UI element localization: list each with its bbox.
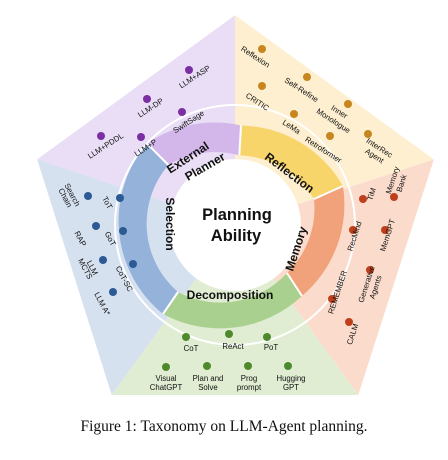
dot-calm bbox=[345, 318, 353, 326]
dot-prog-prompt bbox=[244, 362, 252, 370]
decomposition-ring bbox=[163, 273, 302, 329]
dot-cot bbox=[182, 333, 190, 341]
dot-memgpt bbox=[381, 226, 389, 234]
dot-visual-chatgpt bbox=[162, 363, 170, 371]
center-label-line-1: Planning bbox=[202, 206, 272, 224]
center-label-line-2: Ability bbox=[211, 227, 262, 245]
dot-reflexion bbox=[258, 45, 266, 53]
reflection-ring bbox=[239, 125, 343, 199]
dot-interrec-agent bbox=[364, 130, 372, 138]
decomposition-label: Decomposition bbox=[187, 288, 274, 302]
dot-inner-monologue bbox=[344, 100, 352, 108]
dot-llm-dp bbox=[143, 95, 151, 103]
dot-memory-bank bbox=[390, 193, 398, 201]
dot-react bbox=[225, 330, 233, 338]
ring-divider bbox=[313, 185, 344, 200]
dot-tot bbox=[116, 194, 124, 202]
item-prog-prompt-line-2: prompt bbox=[237, 383, 262, 392]
ring-outer-border bbox=[114, 104, 356, 346]
dot-llm-a-star bbox=[109, 288, 117, 296]
item-hugging-gpt-line-2: GPT bbox=[283, 383, 299, 392]
dot-recmind bbox=[349, 226, 357, 234]
dot-remember bbox=[328, 295, 336, 303]
external-planner-ring bbox=[146, 122, 241, 165]
pentagon-outline bbox=[34, 12, 437, 397]
dot-pot bbox=[263, 333, 271, 341]
item-prog-prompt-line-1: Prog bbox=[241, 374, 257, 383]
dot-tim bbox=[359, 195, 367, 203]
item-react: ReAct bbox=[222, 342, 244, 351]
dot-search-chain bbox=[84, 192, 92, 200]
item-plan-and-solve-line-2: Solve bbox=[198, 383, 218, 392]
dot-cot-sc bbox=[129, 260, 137, 268]
selection-label: Selection bbox=[163, 197, 177, 250]
decomposition-items: CoT ReAct PoT Visual ChatGPT Plan and So… bbox=[150, 330, 306, 392]
reflection-sector bbox=[235, 14, 435, 225]
dot-generative-agents bbox=[366, 266, 374, 274]
selection-ring bbox=[118, 143, 178, 314]
dot-got bbox=[119, 227, 127, 235]
external-planner-sector bbox=[36, 14, 235, 225]
memory-ring bbox=[287, 186, 345, 296]
item-plan-and-solve-line-1: Plan and bbox=[193, 374, 224, 383]
figure-caption: Figure 1: Taxonomy on LLM-Agent planning… bbox=[80, 418, 368, 435]
dot-hugging-gpt bbox=[284, 362, 292, 370]
item-visual-chatgpt-line-2: ChatGPT bbox=[150, 383, 183, 392]
dot-rap bbox=[92, 222, 100, 230]
item-cot: CoT bbox=[184, 344, 199, 353]
dot-llm-asp bbox=[185, 66, 193, 74]
item-tim: TiM bbox=[365, 187, 377, 202]
dot-llm-mcts bbox=[99, 256, 107, 264]
ring-divider bbox=[146, 142, 170, 166]
dot-swiftsage bbox=[178, 108, 186, 116]
ring-divider bbox=[238, 125, 242, 156]
dot-critic bbox=[258, 82, 266, 90]
dot-self-refine bbox=[303, 73, 311, 81]
dot-llm-p bbox=[137, 133, 145, 141]
ring-divider bbox=[162, 291, 179, 315]
dot-plan-and-solve bbox=[203, 362, 211, 370]
ring-divider bbox=[286, 272, 303, 297]
dot-retroformer bbox=[326, 132, 334, 140]
item-pot: PoT bbox=[264, 343, 279, 352]
dot-lema bbox=[290, 110, 298, 118]
item-visual-chatgpt-line-1: Visual bbox=[155, 374, 176, 383]
dot-llm-pddl bbox=[97, 132, 105, 140]
item-hugging-gpt-line-1: Hugging bbox=[276, 374, 305, 383]
center-circle bbox=[169, 159, 301, 291]
